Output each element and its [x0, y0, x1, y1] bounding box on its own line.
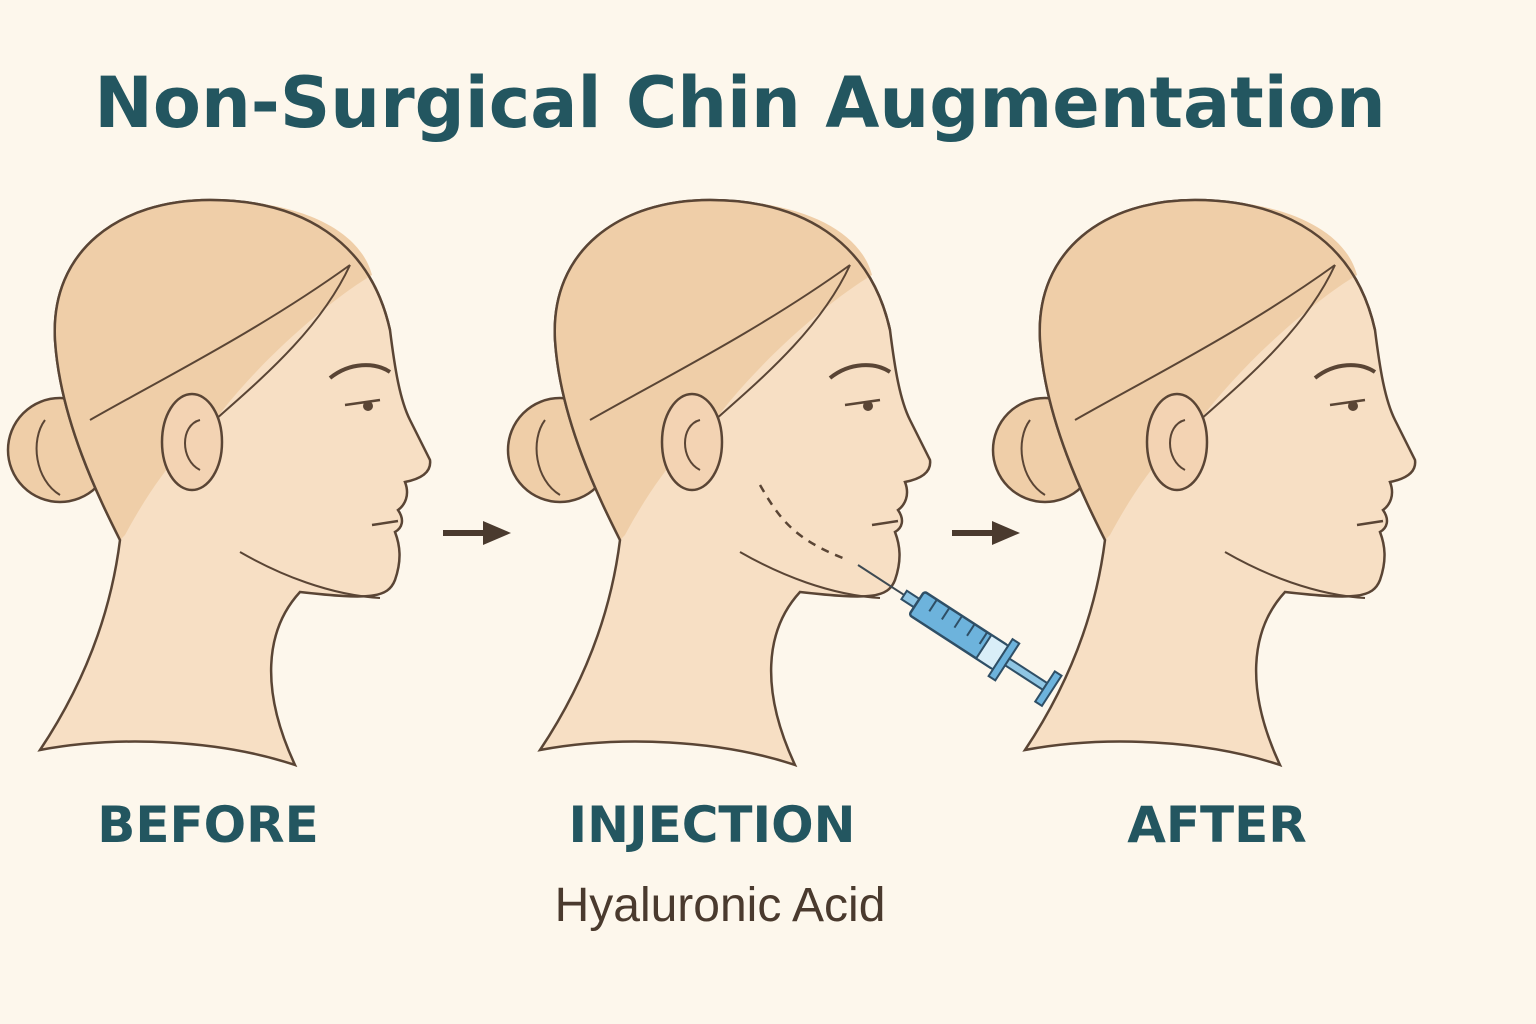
- syringe-icon: [857, 564, 1063, 708]
- label-hyaluronic-acid: Hyaluronic Acid: [554, 879, 886, 932]
- arrow-right-icon: [952, 521, 1020, 545]
- label-after: AFTER: [1127, 796, 1307, 854]
- head-injection: [506, 198, 933, 767]
- label-before: BEFORE: [97, 796, 319, 854]
- head-before: [6, 198, 433, 767]
- page-title: Non-Surgical Chin Augmentation: [94, 62, 1386, 144]
- label-injection: INJECTION: [568, 796, 856, 854]
- arrow-right-icon: [443, 521, 511, 545]
